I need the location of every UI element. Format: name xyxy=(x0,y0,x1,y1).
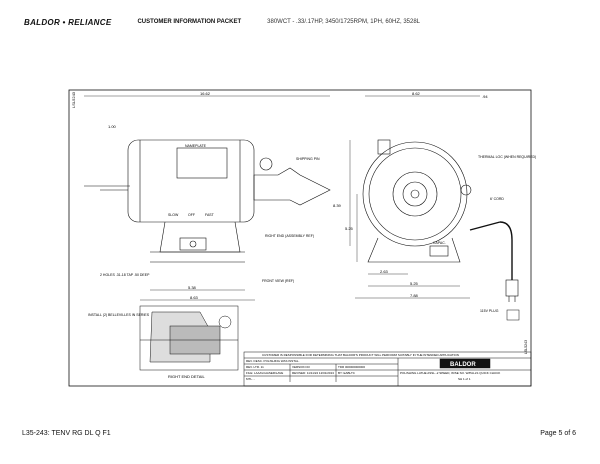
title-description: POLISHING LATHE ASSL.-2 SPEED, W/SE SO. … xyxy=(400,371,500,375)
title-block xyxy=(243,351,532,387)
label-nameplate: NAMEPLATE xyxy=(185,144,207,148)
title-sheet: SH 1 of 1 xyxy=(458,377,471,381)
sheet-id-left: LSL5243 xyxy=(71,91,76,108)
title-block-cell: VERSION 03 xyxy=(292,365,310,369)
right-end-detail xyxy=(139,305,239,371)
label-cord: 6' CORD xyxy=(490,197,504,201)
packet-title: CUSTOMER INFORMATION PACKET xyxy=(137,19,242,25)
model-description: 380WCT - .33/.17HP, 3450/1725RPM, 1PH, 6… xyxy=(267,19,421,25)
title-block-cell: REV. DESC. POLISHING WAS INSTAL. xyxy=(246,359,300,363)
dim-base-total: 8.63 xyxy=(190,295,199,300)
title-block-cell: TDR 000000000000 xyxy=(338,365,365,369)
title-company: BALDOR xyxy=(450,362,476,368)
dim-height: 8.39 xyxy=(333,203,342,208)
dim-center-height: 5.25 xyxy=(345,226,354,231)
label-detail: RIGHT END DETAIL xyxy=(168,374,206,379)
motor-side-view xyxy=(84,139,331,263)
dim-right-offset: .94 xyxy=(482,94,488,99)
title-block-cell: REVISED: 11/11/24 12/01/2013 xyxy=(292,371,334,375)
title-block-cell: BY: EABLTC xyxy=(338,371,356,375)
label-off: OFF xyxy=(188,213,195,217)
plug-face xyxy=(506,309,520,321)
label-plug: 115V PLUG xyxy=(480,309,499,313)
title-block-cell: FILE: LAAA\CHASER\LAVE xyxy=(246,371,283,375)
label-holes: 2 HOLES .31-18 TAP .50 DEEP xyxy=(100,273,150,277)
title-block-cell: REV. LTR. 11 xyxy=(246,365,264,369)
drawing-frame xyxy=(68,89,532,387)
title-note: CUSTOMER IS RESPONSIBLE FOR DETERMINING … xyxy=(262,353,459,357)
footer-document-id: L35-243: TENV RG DL Q F1 xyxy=(22,430,111,437)
label-front-view: FRONT VIEW (REF) xyxy=(262,279,294,283)
label-install: INSTALL (2) BELLEVILLES IN SERIES xyxy=(88,313,150,317)
dim-shaft-dia: 1.00 xyxy=(108,124,117,129)
label-slow: SLOW xyxy=(168,213,179,217)
dim-base-len: 5.38 xyxy=(188,285,197,290)
title-block-cell: MTL. - xyxy=(246,377,255,381)
motor-front-view xyxy=(362,139,519,302)
sheet-id-right: LSL5243 xyxy=(524,340,528,354)
label-capac: CAPAC. xyxy=(433,241,446,245)
document-header: BALDOR • RELIANCE CUSTOMER INFORMATION P… xyxy=(24,14,590,30)
footer-page-number: Page 5 of 6 xyxy=(540,430,576,437)
dim-base-front: 2.63 xyxy=(380,269,389,274)
label-fast: FAST xyxy=(205,213,215,217)
baldor-logo: BALDOR • RELIANCE xyxy=(24,17,112,27)
label-shipping: SHIPPING PIN xyxy=(296,157,320,161)
dim-overall-length: 16.62 xyxy=(200,91,211,96)
dim-base-side: 5.25 xyxy=(410,281,419,286)
dim-base-overall: 7.88 xyxy=(410,293,419,298)
label-thermal: THERMAL LOC (WHEN REQUIRED) xyxy=(478,155,536,159)
dim-width: 8.62 xyxy=(412,91,421,96)
label-right-end: RIGHT END (ASSEMBLY REF) xyxy=(265,234,314,238)
